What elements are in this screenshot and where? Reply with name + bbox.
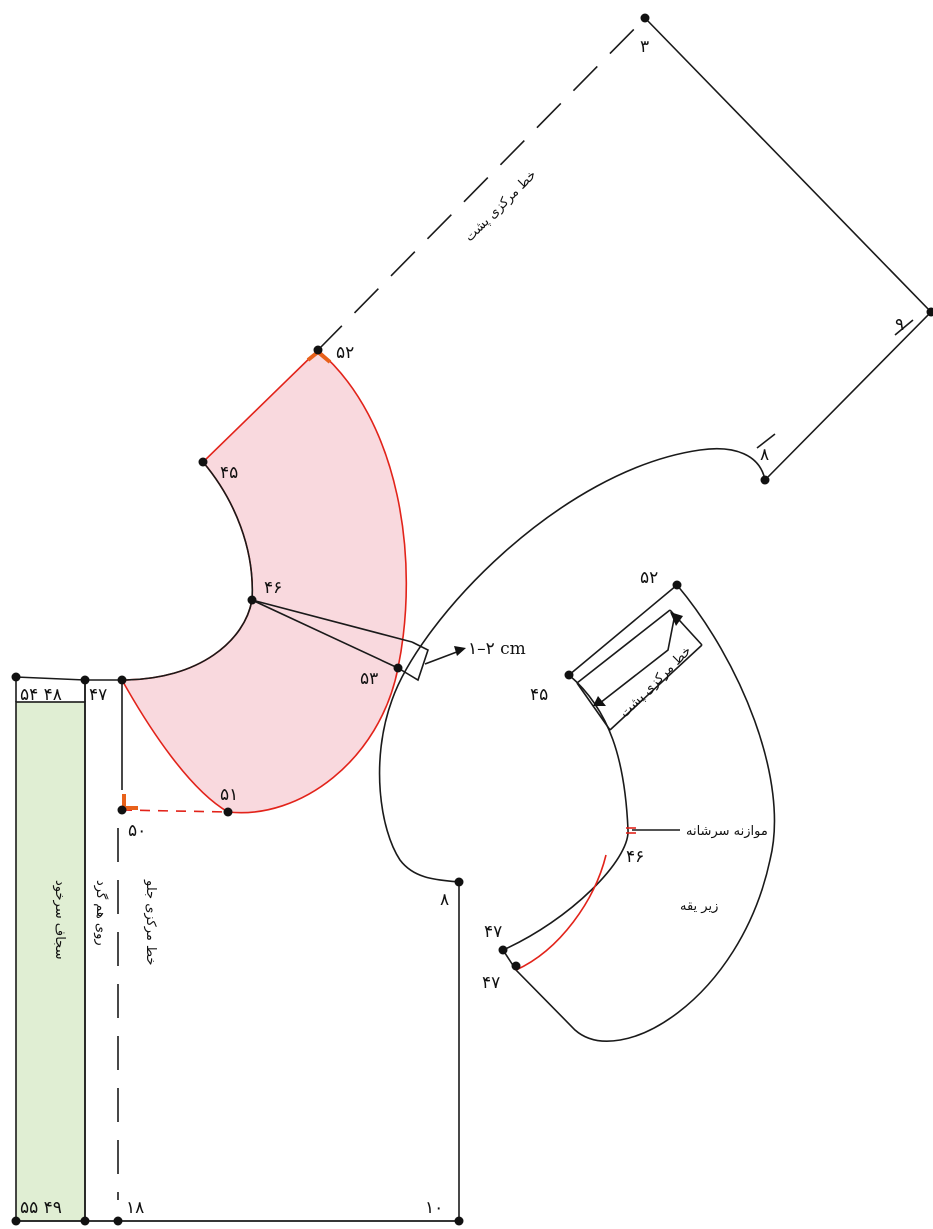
shoulder-balance-label: موازنه سرشانه [686, 824, 768, 839]
dot-45 [198, 457, 208, 467]
overlap-line-label: روی هم گرد [93, 880, 109, 946]
dot-u45 [564, 670, 574, 680]
facing-strip [15, 701, 86, 1222]
dot-55 [11, 1216, 21, 1226]
measure-box [397, 641, 429, 682]
label-53: ۵۳ [360, 669, 378, 689]
label-52: ۵۲ [336, 343, 354, 363]
undercollar-arrowhead-bottom [593, 696, 606, 706]
dot-48 [80, 675, 90, 685]
dot-47-front [117, 675, 127, 685]
back-center-line-label: خط مرکزی پشت [462, 168, 539, 245]
undercollar-red-edge [515, 854, 607, 971]
undercollar-arrowhead-top [670, 612, 683, 626]
undercollar-arrow [599, 613, 676, 704]
dot-9 [926, 307, 933, 317]
dot-51 [223, 807, 233, 817]
measure-arrow-line [424, 649, 463, 665]
label-u46: ۴۶ [626, 847, 644, 867]
corner-marker-50 [122, 794, 138, 810]
label-45: ۴۵ [220, 463, 238, 483]
label-54-48: ۵۴ ۴۸ [20, 685, 62, 705]
label-18: ۱۸ [126, 1198, 144, 1218]
dot-u47b [511, 961, 521, 971]
dot-53 [393, 663, 403, 673]
undercollar-outline [501, 583, 776, 1042]
label-9: ۹ [895, 315, 904, 335]
label-u45: ۴۵ [530, 685, 548, 705]
dot-49 [80, 1216, 90, 1226]
dot-u47a [498, 945, 508, 955]
dot-46 [247, 595, 257, 605]
label-47-front: ۴۷ [89, 685, 107, 705]
label-3: ۳ [640, 37, 649, 57]
slash-line-1 [251, 599, 399, 669]
facing-top-edge [15, 676, 86, 681]
dot-52 [313, 345, 323, 355]
dot-8-back [760, 475, 770, 485]
label-51: ۵۱ [220, 785, 238, 805]
points [11, 13, 933, 1226]
label-46: ۴۶ [264, 578, 282, 598]
dot-10 [454, 1216, 464, 1226]
label-55-49: ۵۵ ۴۹ [20, 1198, 62, 1218]
label-50: ۵۰ [128, 821, 146, 841]
measure-offset-label: ۱–۲ cm [468, 639, 526, 659]
collar-dashed-edge [121, 809, 229, 813]
tick-9 [894, 319, 914, 336]
back-armhole-curve [378, 448, 766, 883]
label-8-front: ۸ [440, 890, 449, 910]
dot-18 [113, 1216, 123, 1226]
dot-8-front [454, 877, 464, 887]
measure-arrowhead [454, 646, 466, 656]
undercollar-arrow-box [576, 609, 703, 731]
back-center-dashed [317, 17, 646, 351]
facing-label: سجاف سرخود [52, 880, 67, 959]
dot-54 [11, 672, 21, 682]
dot-u52 [672, 580, 682, 590]
undercollar-back-center-label: خط مرکزی پشت [617, 644, 694, 721]
back-bodice-outline [644, 17, 933, 481]
slash-line-2 [251, 599, 413, 643]
label-u47a: ۴۷ [484, 922, 502, 942]
dot-3 [640, 13, 650, 23]
undercollar-label: زیر یقه [680, 899, 718, 914]
label-8-back: ۸ [760, 445, 769, 465]
dot-50 [117, 805, 127, 815]
label-10: ۱۰ [425, 1198, 443, 1218]
label-u47b: ۴۷ [482, 973, 500, 993]
label-u52: ۵۲ [640, 568, 658, 588]
tick-8 [756, 433, 776, 449]
front-center-line-label: خط مرکزی جلو [143, 879, 158, 965]
